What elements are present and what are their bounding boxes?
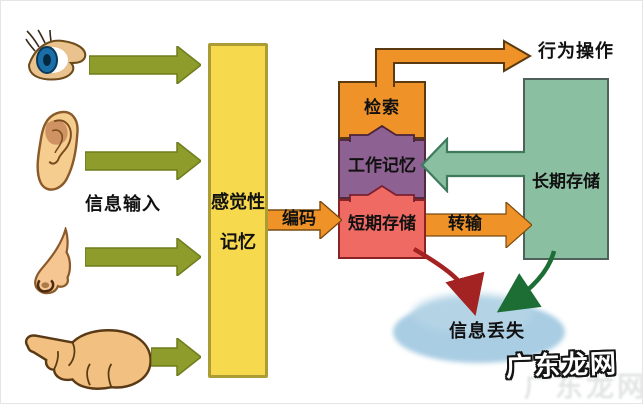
input-arrow-ear: [85, 142, 201, 180]
short-term-label: 短期存储: [348, 214, 416, 234]
sensory-memory-label-line2: 记忆: [220, 232, 256, 253]
input-arrow-eye: [89, 46, 201, 84]
sensory-memory-label-line1: 感觉性: [211, 192, 265, 213]
nose-icon: [34, 227, 72, 295]
transfer-arrow: [426, 202, 532, 248]
watermark: 广东龙网: [505, 349, 619, 383]
hand-icon: [24, 329, 152, 390]
sensory-memory-box: [208, 43, 268, 378]
loss-arrows: [412, 247, 557, 317]
notch-shortterm-to-working: [349, 185, 415, 202]
behavior-label: 行为操作: [538, 41, 614, 62]
long-term-label: 长期存储: [532, 172, 600, 192]
notch-working-to-retrieval: [349, 125, 415, 142]
long-term-store-box: [523, 78, 609, 260]
working-memory-label: 工作记忆: [348, 156, 416, 176]
watermark-ghost: 广东龙网: [524, 370, 643, 403]
transfer-label: 转输: [448, 214, 482, 234]
info-loss-label: 信息丢失: [449, 321, 525, 342]
input-arrow-hand: [151, 338, 201, 376]
input-arrow-nose: [85, 238, 201, 276]
encode-arrow: [268, 201, 342, 239]
retrieval-to-behavior-arrow: [375, 39, 533, 87]
encode-label: 编码: [282, 209, 316, 229]
longterm-to-working-arrow: [420, 137, 525, 193]
short-term-store-box: [338, 199, 426, 259]
longterm-loss-arrow: [496, 250, 557, 313]
eye-icon: [25, 29, 87, 81]
input-label: 信息输入: [85, 194, 161, 215]
shortterm-loss-arrow: [412, 247, 485, 317]
retrieval-label: 检索: [364, 98, 400, 118]
ear-icon: [36, 110, 79, 191]
